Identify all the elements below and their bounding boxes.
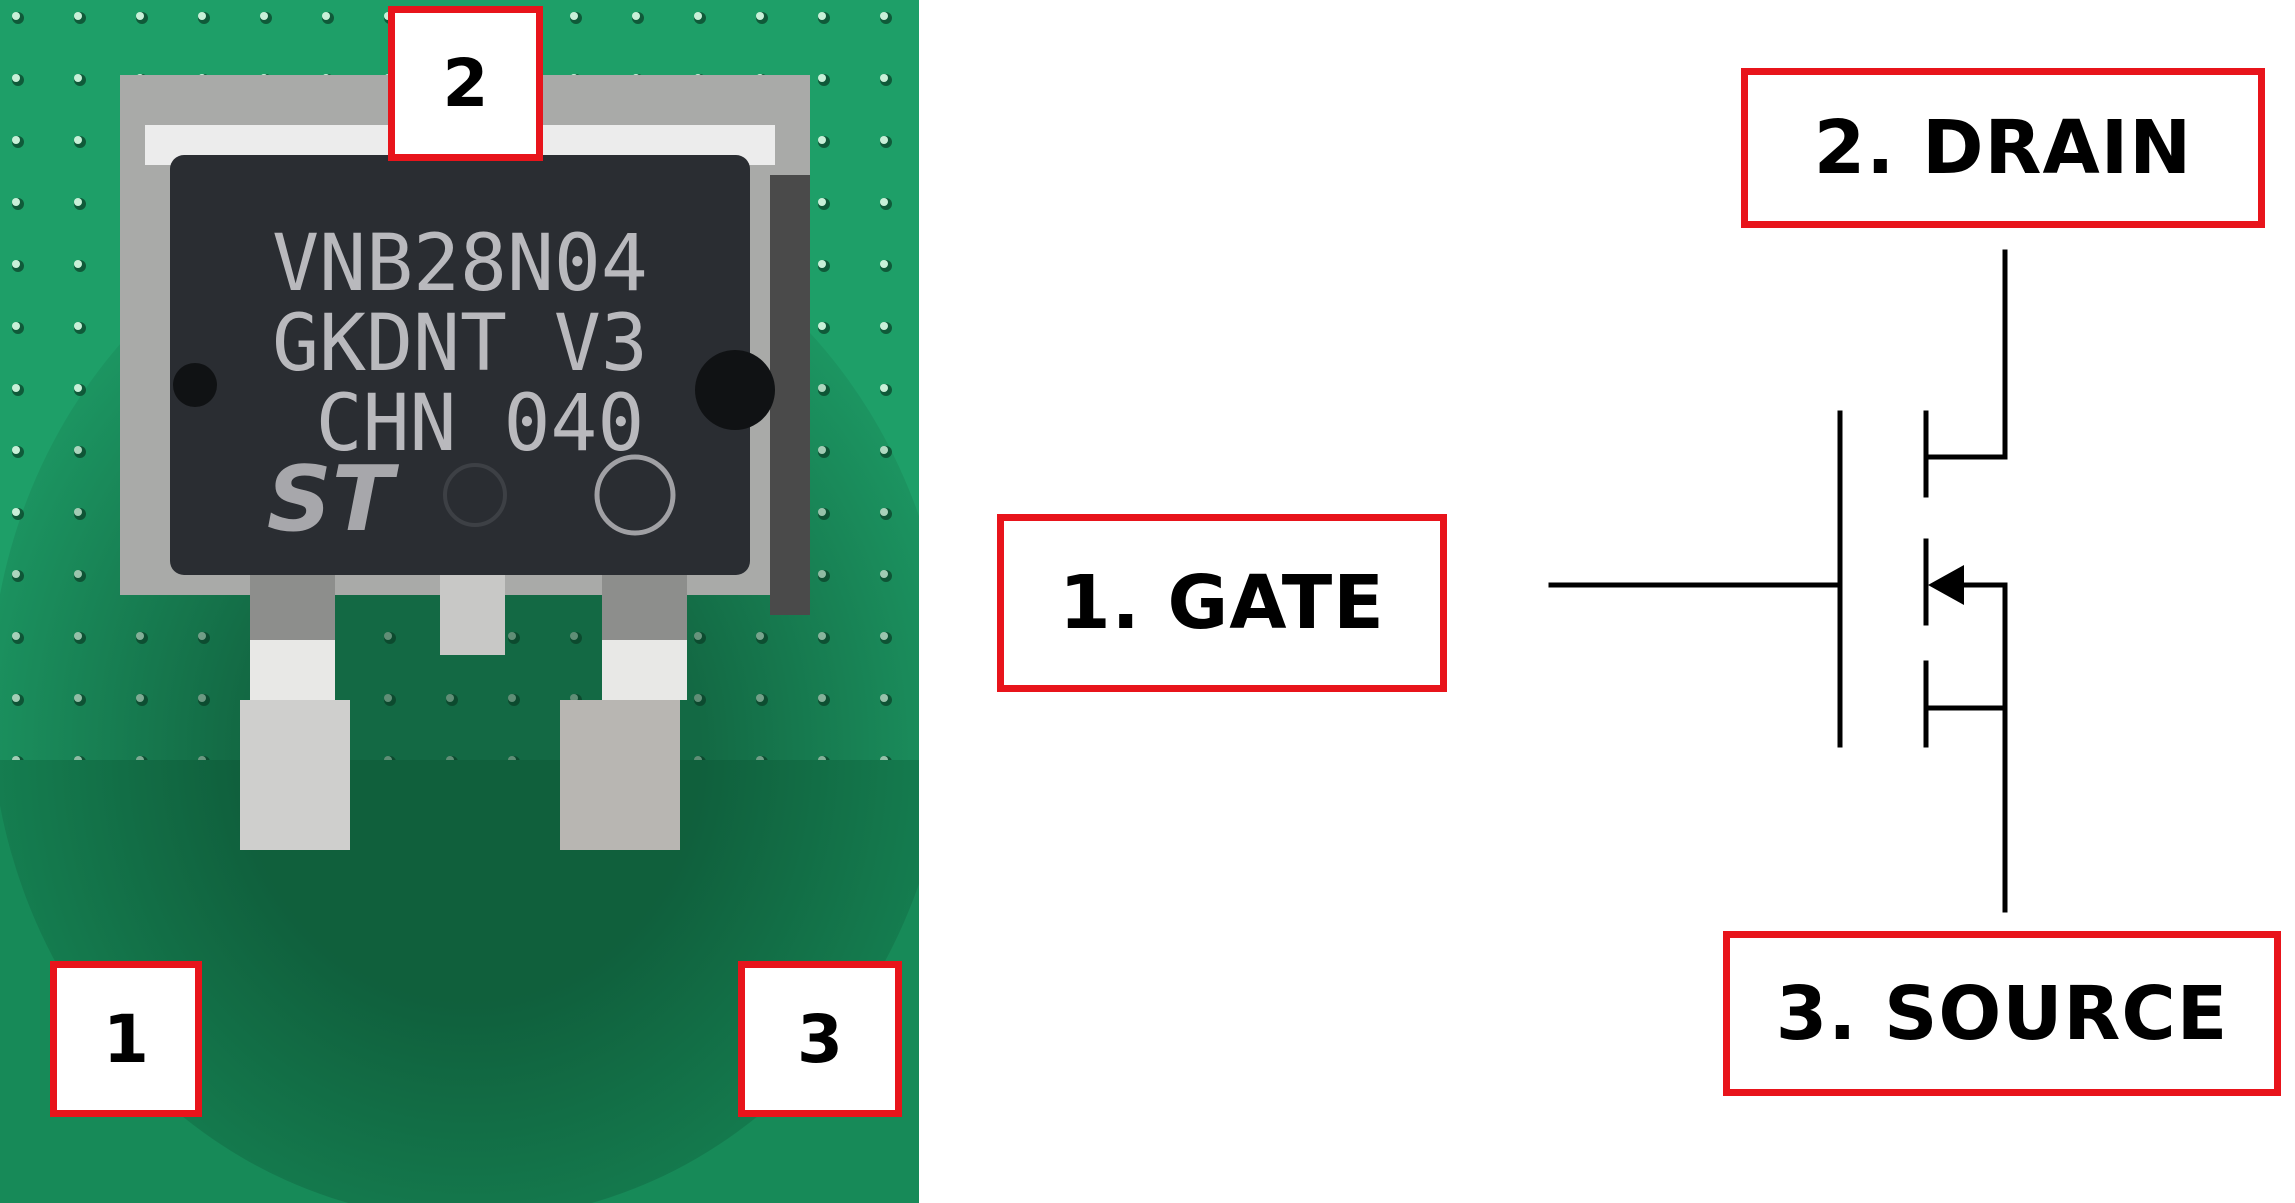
body-arrow-icon	[1928, 565, 1964, 605]
chip-marking-line-3: CHN 040	[316, 379, 645, 469]
pin-label-1: 1	[50, 961, 202, 1117]
chip-marking-line-1: VNB28N04	[272, 219, 648, 309]
pin-label-3: 3	[738, 961, 902, 1117]
pin-label-2: 2	[388, 6, 543, 161]
source-label: 3. SOURCE	[1723, 931, 2281, 1096]
st-logo: ST	[267, 447, 400, 552]
drain-label: 2. DRAIN	[1741, 68, 2265, 228]
gate-label: 1. GATE	[997, 514, 1447, 692]
body-wire	[1957, 582, 2008, 913]
gate-lead	[240, 700, 350, 850]
source-lead	[560, 700, 680, 850]
drain-wire	[1923, 249, 2008, 460]
chip-marking-line-2: GKDNT V3	[272, 299, 648, 389]
